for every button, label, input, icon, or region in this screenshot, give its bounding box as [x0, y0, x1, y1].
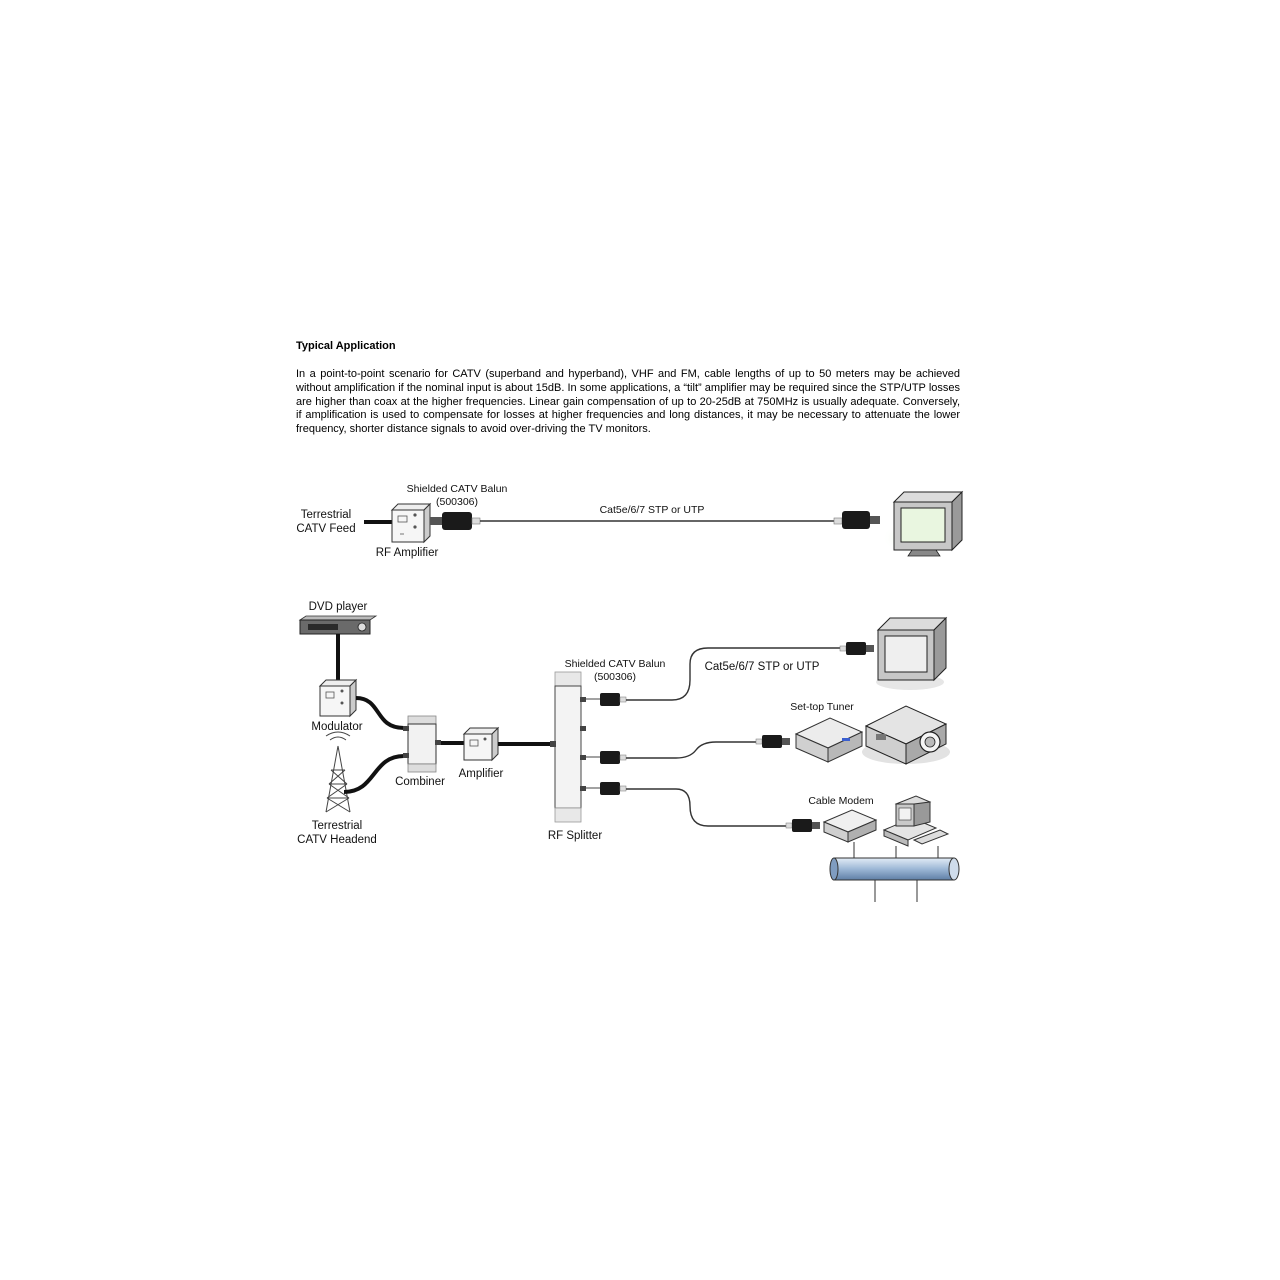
balun-icon-2: [600, 751, 627, 764]
balun-icon-modem: [785, 819, 820, 832]
amplifier-label: Amplifier: [459, 768, 504, 780]
balun-label-line1: Shielded CATV Balun: [407, 483, 508, 495]
balun-icon: [442, 512, 481, 530]
modulator-coax: [355, 696, 405, 730]
amplifier-icon: [462, 726, 500, 762]
dvd-label: DVD player: [309, 601, 368, 613]
balun-icon-receiver: [833, 511, 880, 529]
diagram-distribution: DVD player Modulator: [297, 601, 960, 902]
section-heading: Typical Application: [296, 340, 396, 352]
twisted-pair-cable-tv: [626, 647, 844, 701]
feed-label-line2: CATV Feed: [296, 523, 355, 535]
connector-icon: [430, 517, 442, 525]
headend-label-line2: CATV Headend: [297, 834, 377, 846]
settop-label: Set-top Tuner: [790, 701, 854, 713]
balun-icon-tv: [839, 642, 874, 655]
modulator-icon: [318, 678, 358, 718]
modulator-label: Modulator: [311, 721, 362, 733]
balun-icon-settop: [755, 735, 790, 748]
balun-icon-1: [600, 693, 627, 706]
combiner-icon: [403, 715, 441, 773]
tv-monitor-icon-2: [876, 616, 948, 690]
twisted-pair-cable-modem: [626, 788, 786, 827]
desktop-computer-icon: [882, 795, 950, 847]
rf-amplifier-icon: [390, 502, 432, 544]
feed-label-line1: Terrestrial: [301, 509, 351, 521]
tv-monitor-icon: [882, 490, 964, 557]
rf-splitter-icon: [550, 671, 586, 823]
balun2-label-line1: Shielded CATV Balun: [565, 658, 666, 670]
cable-modem-label: Cable Modem: [808, 795, 874, 807]
rf-amplifier-label: RF Amplifier: [376, 547, 439, 559]
balun-label-line2: (500306): [436, 496, 478, 508]
cable2-label: Cat5e/6/7 STP or UTP: [705, 661, 820, 673]
section-paragraph: In a point-to-point scenario for CATV (s…: [296, 368, 960, 436]
network-backbone-icon: [829, 857, 960, 881]
projector-icon: [862, 705, 950, 765]
cable-modem-icon: [822, 809, 878, 843]
cable-label: Cat5e/6/7 STP or UTP: [600, 504, 705, 516]
settop-tuner-icon: [794, 717, 864, 763]
antenna-tower-icon: [325, 731, 351, 813]
balun2-label-line2: (500306): [594, 671, 636, 683]
twisted-pair-cable-settop: [626, 741, 762, 759]
balun-icon-3: [600, 782, 627, 795]
headend-label-line1: Terrestrial: [312, 820, 362, 832]
diagram-point-to-point: Terrestrial CATV Feed RF Amplifier Shiel…: [296, 483, 964, 559]
antenna-coax: [343, 754, 405, 794]
combiner-label: Combiner: [395, 776, 445, 788]
rf-splitter-label: RF Splitter: [548, 830, 602, 842]
dvd-player-icon: [298, 615, 378, 635]
